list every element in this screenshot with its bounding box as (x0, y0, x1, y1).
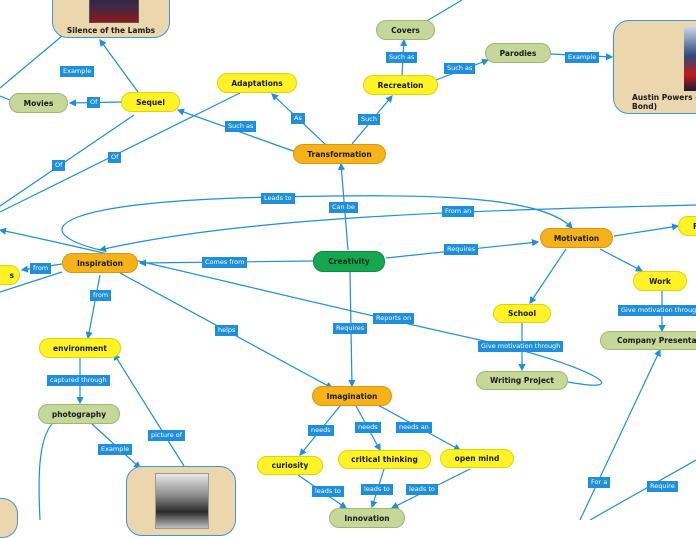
label-such-as-covers: Such as (386, 52, 418, 63)
label-of-movies: Of (87, 97, 101, 108)
edge-motivation-work (599, 248, 644, 272)
node-movies[interactable]: Movies (9, 93, 68, 113)
node-critical-thinking[interactable]: critical thinking (338, 450, 431, 469)
label-captured-through: captured through (47, 375, 110, 386)
node-company-presentation[interactable]: Company Presentation (600, 331, 696, 350)
label-needs-curiosity: needs (308, 425, 334, 436)
label-can-be: Can be (329, 202, 358, 213)
label-of-left-1: Of (52, 160, 66, 171)
austin-powers-title: Austin Powers (… Bond) (632, 93, 696, 111)
edge-movies-left (0, 95, 11, 101)
edge-fora-company (579, 348, 661, 520)
edge-inspiration-environment (85, 274, 101, 340)
node-parodies[interactable]: Parodies (485, 43, 551, 63)
label-require: Require (647, 481, 678, 492)
edge-photo-environment (113, 352, 185, 467)
edge-motivation-right (613, 223, 680, 237)
label-requires-motivation: Requires (444, 244, 479, 255)
node-innovation[interactable]: Innovation (329, 508, 405, 528)
label-picture-of: picture of (148, 430, 186, 441)
label-give-motivation-work: Give motivation through (618, 305, 696, 316)
edge-photography-down (38, 423, 53, 520)
node-left-partial[interactable]: s (0, 265, 20, 285)
node-adaptations[interactable]: Adaptations (217, 73, 297, 93)
movie-poster-image (684, 27, 696, 91)
node-curiosity[interactable]: curiosity (257, 456, 323, 475)
label-leads-to-curiosity: leads to (312, 486, 344, 497)
edge-covers-top (424, 0, 463, 23)
label-example-photography: Example (98, 444, 133, 455)
label-for-a: For a (588, 477, 611, 488)
silence-of-the-lambs-card[interactable]: Silence of the Lambs (52, 0, 170, 38)
edge-left-out (0, 271, 63, 293)
node-covers[interactable]: Covers (376, 20, 435, 40)
label-of-left-2: Of (108, 152, 122, 163)
node-writing-project[interactable]: Writing Project (476, 371, 568, 390)
edge-motivation-school (529, 248, 567, 304)
photo-card[interactable] (126, 466, 236, 536)
label-from-an: From an (442, 206, 475, 217)
node-open-mind[interactable]: open mind (440, 449, 514, 468)
label-requires-imagination: Requires (333, 323, 368, 334)
edge-sequel-silence (99, 39, 139, 93)
edge-from-an (98, 204, 696, 253)
node-sequel[interactable]: Sequel (121, 92, 180, 112)
label-needs-critical: needs (355, 422, 381, 433)
label-helps: helps (215, 325, 239, 336)
node-imagination[interactable]: Imagination (312, 386, 392, 406)
silence-of-the-lambs-title: Silence of the Lambs (66, 26, 156, 35)
node-transformation[interactable]: Transformation (293, 144, 386, 164)
label-leads-to-critical: leads to (361, 484, 393, 495)
label-comes-from: Comes from (202, 257, 248, 268)
label-leads-to: Leads to (261, 193, 295, 204)
node-creativity[interactable]: Creativity (313, 251, 385, 272)
label-from-environment: from (90, 290, 112, 301)
label-such-recreation: Such (358, 114, 380, 125)
label-such-as-parodies: Such as (444, 63, 476, 74)
movie-poster-image (89, 0, 139, 23)
label-such-as-adaptations: Such as (225, 121, 257, 132)
node-right-partial[interactable]: F (678, 216, 696, 236)
node-inspiration[interactable]: Inspiration (62, 253, 138, 273)
label-give-motivation-school: Give motivation through (478, 341, 564, 352)
austin-powers-card[interactable]: Austin Powers (… Bond) (613, 20, 696, 114)
node-photography[interactable]: photography (38, 404, 120, 424)
label-example-parodies: Example (565, 52, 600, 63)
node-school[interactable]: School (493, 304, 551, 323)
landscape-photo-image (155, 473, 209, 529)
node-motivation[interactable]: Motivation (540, 228, 613, 248)
label-from-left: from (30, 263, 52, 274)
edge-sequel-left (0, 114, 135, 207)
edge-silence-left (0, 35, 63, 89)
label-leads-to-openmind: leads to (406, 484, 438, 495)
label-as: As (291, 113, 305, 124)
edge-require (589, 459, 696, 520)
label-reports-on: Reports on (373, 313, 415, 324)
node-work[interactable]: Work (633, 271, 687, 291)
label-needs-an: needs an (396, 422, 432, 433)
label-example-sequel: Example (60, 66, 95, 77)
node-recreation[interactable]: Recreation (363, 75, 438, 95)
node-environment[interactable]: environment (39, 338, 121, 358)
